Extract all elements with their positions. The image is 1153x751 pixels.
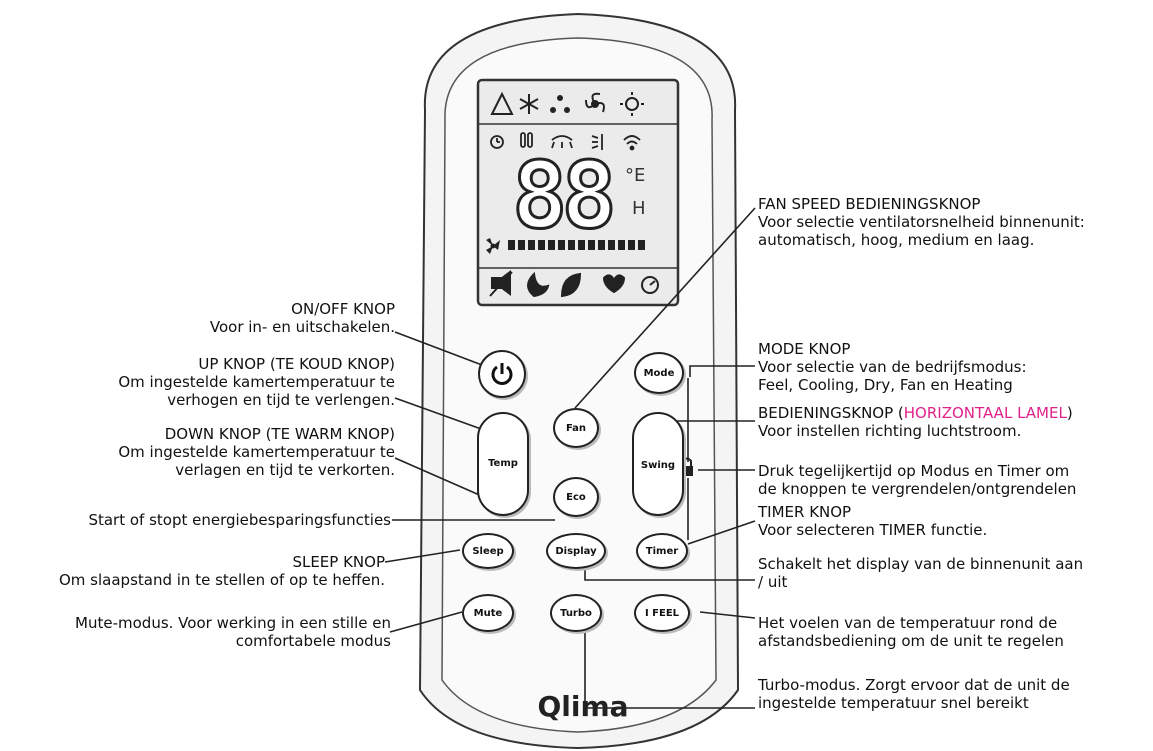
label-up: UP KNOP (TE KOUD KNOP)Om ingestelde kame… (118, 355, 395, 409)
thermometer-icon (520, 132, 526, 148)
temp-pill (477, 412, 529, 516)
swing-vertical-icon (591, 134, 603, 150)
fan-speed-bars (486, 238, 500, 254)
wifi-icon (623, 135, 641, 151)
swing-left-right-button[interactable] (635, 478, 681, 512)
mute-button[interactable]: Mute (462, 594, 514, 632)
mute-icon (489, 270, 513, 297)
ifeel-button[interactable]: I FEEL (634, 594, 690, 632)
label-swing: BEDIENINGSKNOP (HORIZONTAAL LAMEL) Voor … (758, 404, 1073, 440)
eco-button[interactable]: Eco (553, 477, 599, 517)
louver-icon (551, 135, 573, 141)
label-eco: Start of stopt energiebesparingsfuncties (88, 511, 391, 529)
fan-button[interactable]: Fan (553, 408, 599, 448)
temp-up-button[interactable] (480, 414, 526, 448)
drops-icon (550, 95, 570, 113)
fan-mode-icon (585, 92, 605, 113)
line-timer (687, 520, 756, 545)
display-button[interactable]: Display (546, 533, 606, 569)
lcd-digits: 88 (511, 142, 619, 249)
lcd-fan-icon (486, 238, 500, 254)
lcd-unit-marks: °E (625, 165, 646, 186)
sleep-button[interactable]: Sleep (462, 533, 514, 569)
label-turbo: Turbo-modus. Zorgt ervoor dat de unit de… (758, 676, 1070, 712)
brand-logo: Qlima (537, 690, 629, 723)
line-sleep (384, 549, 461, 563)
moon-icon (527, 271, 550, 298)
timer-button[interactable]: Timer (636, 533, 688, 569)
eco-leaf-icon (560, 272, 582, 298)
line-mode (689, 365, 755, 377)
line-onoff (394, 331, 483, 366)
swing-up-down-button[interactable] (635, 414, 681, 454)
lcd-h-mark: H (632, 198, 646, 219)
sun-icon (620, 92, 644, 116)
timer-icon (490, 135, 504, 149)
line-display (584, 567, 755, 581)
lcd-bottom-icons (489, 270, 659, 298)
self-clean-icon (641, 276, 659, 294)
line-ifeel (699, 611, 756, 619)
power-icon (491, 363, 513, 385)
temp-down-button[interactable] (480, 480, 526, 514)
line-mute (389, 611, 463, 633)
lcd-status-icons (490, 132, 641, 151)
mode-button[interactable]: Mode (634, 352, 684, 394)
swing-pill (632, 412, 684, 516)
label-display: Schakelt het display van de binnenunit a… (758, 555, 1084, 591)
leader-lines (384, 207, 756, 709)
snowflake-icon (519, 94, 539, 114)
label-down: DOWN KNOP (TE WARM KNOP)Om ingestelde ka… (118, 425, 395, 479)
line-turbo (584, 630, 755, 709)
swing-label: Swing (640, 460, 676, 471)
line-up (394, 397, 485, 431)
label-mute: Mute-modus. Voor werking in een stille e… (75, 614, 391, 650)
label-lock: Druk tegelijkertijd op Modus en Timer om… (758, 462, 1077, 498)
temp-label: Temp (488, 458, 518, 469)
turbo-button[interactable]: Turbo (550, 594, 602, 632)
heart-icon (602, 274, 626, 294)
lcd-mode-icons (490, 91, 644, 116)
power-button[interactable] (478, 350, 526, 398)
line-down (394, 457, 485, 498)
lcd-bars (508, 240, 645, 250)
line-fan (574, 207, 756, 409)
